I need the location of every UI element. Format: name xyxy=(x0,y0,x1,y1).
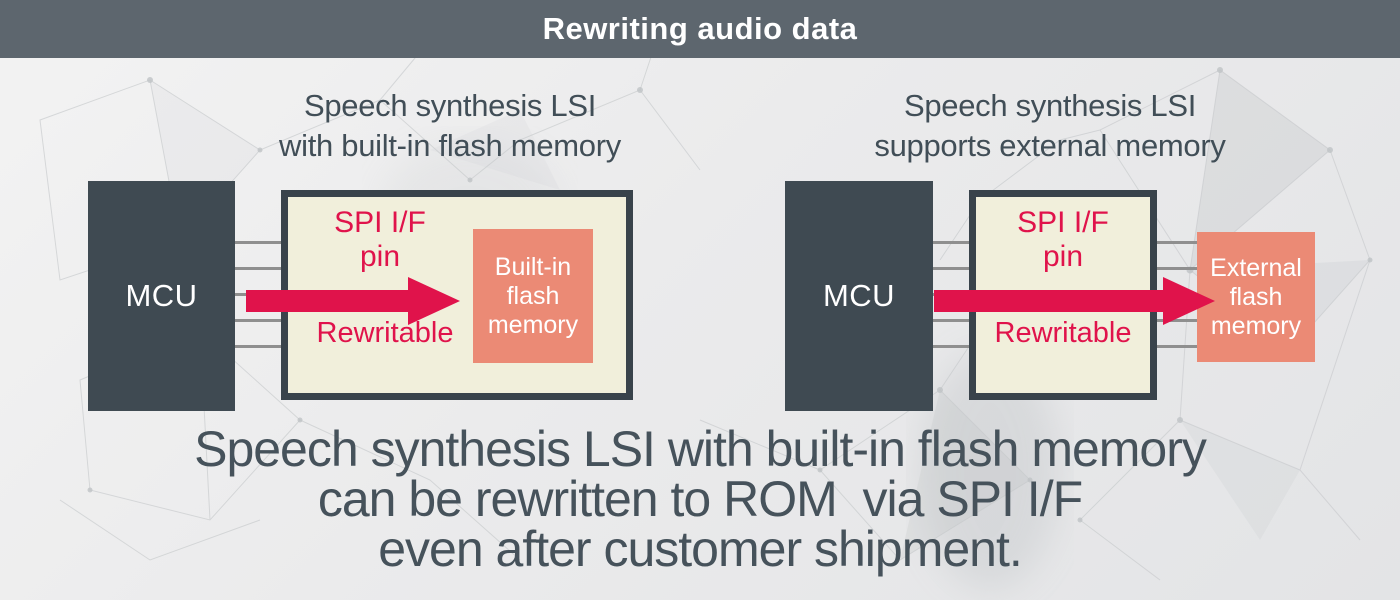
right-spi-line1: SPI I/F xyxy=(1017,206,1109,239)
pin-line xyxy=(1157,345,1197,348)
right-memory-line2: flash xyxy=(1229,282,1283,311)
caption-line2: can be rewritten to ROM via SPI I/F xyxy=(317,471,1083,527)
title-banner: Rewriting audio data xyxy=(0,0,1400,58)
right-spi-label: SPI I/F pin xyxy=(975,206,1151,274)
left-heading: Speech synthesis LSI with built-in flash… xyxy=(160,86,740,166)
right-memory-line3: memory xyxy=(1210,311,1302,340)
right-arrowhead-icon xyxy=(1163,277,1215,325)
page-title: Rewriting audio data xyxy=(542,11,858,46)
left-heading-line1: Speech synthesis LSI xyxy=(303,88,597,123)
right-mcu-box: MCU xyxy=(785,181,933,411)
pin-line xyxy=(235,345,281,348)
right-external-flash-memory-box: External flash memory xyxy=(1197,232,1315,362)
right-heading-line2: supports external memory xyxy=(874,128,1226,163)
pin-line xyxy=(933,345,969,348)
left-memory-line1: Built-in xyxy=(494,252,572,281)
right-rewritable-label: Rewritable xyxy=(994,317,1132,349)
left-arrowhead-icon xyxy=(408,277,460,325)
right-spi-line2: pin xyxy=(1042,240,1084,273)
right-heading: Speech synthesis LSI supports external m… xyxy=(770,86,1330,166)
caption-text: Speech synthesis LSI with built-in flash… xyxy=(0,424,1400,574)
left-data-flow-arrow xyxy=(246,290,408,312)
left-spi-line2: pin xyxy=(359,240,401,273)
pin-line xyxy=(933,319,969,322)
left-builtin-flash-memory-box: Built-in flash memory xyxy=(473,229,593,363)
pin-line xyxy=(1157,241,1197,244)
right-mcu-label: MCU xyxy=(822,278,896,313)
pin-line xyxy=(1157,267,1197,270)
pin-line xyxy=(933,241,969,244)
caption-line1: Speech synthesis LSI with built-in flash… xyxy=(194,421,1207,477)
pin-line xyxy=(933,267,969,270)
pin-line xyxy=(235,241,281,244)
right-data-flow-arrow xyxy=(934,290,1163,312)
left-heading-line2: with built-in flash memory xyxy=(279,128,621,163)
left-mcu-box: MCU xyxy=(88,181,235,411)
pin-line xyxy=(235,319,281,322)
left-memory-line3: memory xyxy=(487,310,579,339)
left-mcu-label: MCU xyxy=(125,278,198,313)
left-spi-line1: SPI I/F xyxy=(334,206,426,239)
pin-line xyxy=(235,267,281,270)
left-spi-label: SPI I/F pin xyxy=(295,206,465,274)
right-heading-line1: Speech synthesis LSI xyxy=(903,88,1197,123)
right-memory-line1: External xyxy=(1210,253,1302,282)
left-memory-line2: flash xyxy=(506,281,560,310)
caption-line3: even after customer shipment. xyxy=(378,521,1023,577)
